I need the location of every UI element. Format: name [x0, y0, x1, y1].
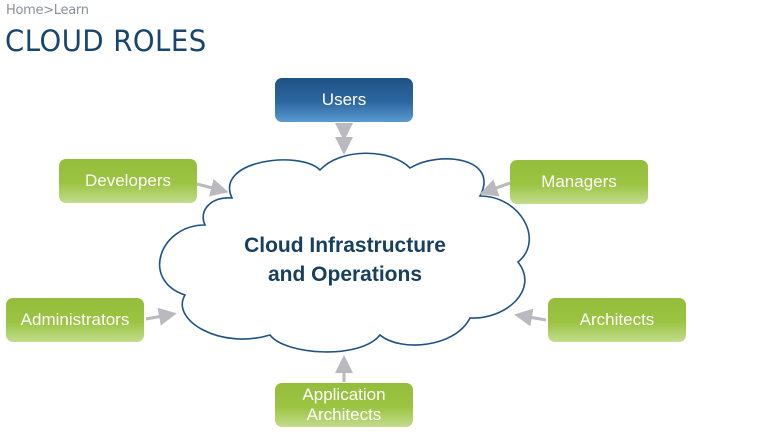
role-managers-label: Managers: [541, 172, 617, 191]
role-developers-label: Developers: [85, 171, 171, 190]
role-architects-label: Architects: [579, 310, 655, 329]
role-managers[interactable]: Managers: [510, 160, 648, 204]
role-application-architects-label-2: Architects: [306, 405, 382, 424]
role-users[interactable]: Users: [275, 78, 413, 122]
arrow-managers: [479, 179, 511, 197]
breadcrumb-learn[interactable]: Learn: [53, 3, 89, 18]
role-application-architects-label-1: Application: [302, 385, 386, 404]
cloud-label: Cloud Infrastructure and Operations: [200, 231, 490, 289]
arrow-developers: [196, 179, 229, 197]
page-title: CLOUD ROLES: [5, 24, 207, 58]
cloud-shape: [158, 152, 530, 353]
role-users-label: Users: [321, 90, 367, 109]
breadcrumb: Home>Learn: [6, 3, 89, 18]
arrow-architects: [514, 308, 547, 327]
breadcrumb-separator: >: [43, 3, 54, 18]
cloud-label-line1: Cloud Infrastructure: [244, 234, 446, 257]
role-application-architects[interactable]: Application Architects: [275, 383, 413, 427]
role-administrators-label: Administrators: [20, 310, 130, 329]
role-administrators[interactable]: Administrators: [6, 298, 144, 342]
arrow-administrators: [145, 307, 177, 326]
cloud-label-line2: and Operations: [267, 263, 423, 286]
role-developers[interactable]: Developers: [59, 159, 197, 203]
role-architects[interactable]: Architects: [548, 298, 686, 342]
breadcrumb-home[interactable]: Home: [6, 3, 44, 18]
